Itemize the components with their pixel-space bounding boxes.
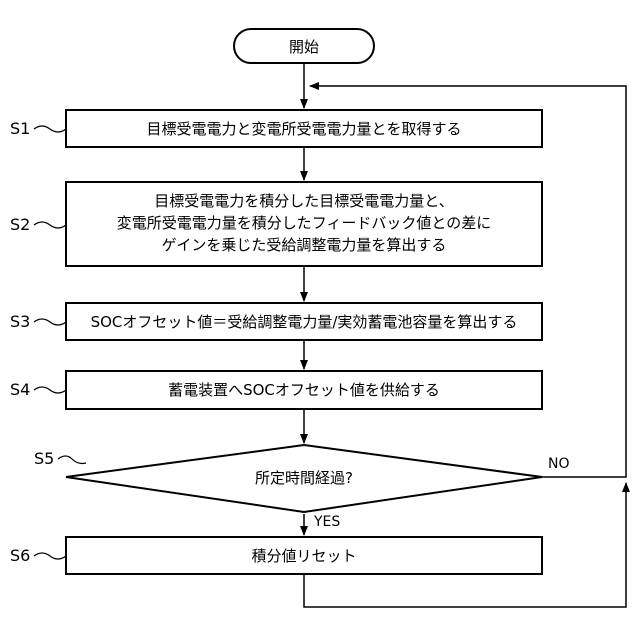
step-label-s4: S4 xyxy=(10,380,30,399)
step-label-s5: S5 xyxy=(34,449,54,468)
leader-s1 xyxy=(34,126,66,132)
leader-s2 xyxy=(34,222,66,228)
start-label: 開始 xyxy=(289,38,319,56)
branch-no-label: NO xyxy=(548,456,570,472)
leader-s3 xyxy=(34,319,66,325)
step-label-s2: S2 xyxy=(10,215,30,234)
step-s2-text-line3: ゲインを乗じた受給調整電力量を算出する xyxy=(162,236,447,254)
step-s2-text-line1: 目標受電電力を積分した目標受電電力量と、 xyxy=(154,192,453,210)
step-s4-text: 蓄電装置へSOCオフセット値を供給する xyxy=(168,381,440,399)
step-s3-text: SOCオフセット値＝受給調整電力量/実効蓄電池容量を算出する xyxy=(91,313,518,331)
leader-s5 xyxy=(58,456,86,464)
step-label-s1: S1 xyxy=(10,119,30,138)
step-label-s6: S6 xyxy=(10,546,30,565)
leader-s6 xyxy=(34,553,66,559)
step-s6-text: 積分値リセット xyxy=(251,547,356,565)
step-s1-text: 目標受電電力と変電所受電電力量とを取得する xyxy=(146,120,461,138)
branch-yes-label: YES xyxy=(313,514,340,530)
step-label-s3: S3 xyxy=(10,312,30,331)
leader-s4 xyxy=(34,387,66,393)
step-s2-text-line2: 変電所受電電力量を積分したフィードバック値との差に xyxy=(117,214,492,232)
decision-s5-text: 所定時間経過? xyxy=(255,469,353,487)
